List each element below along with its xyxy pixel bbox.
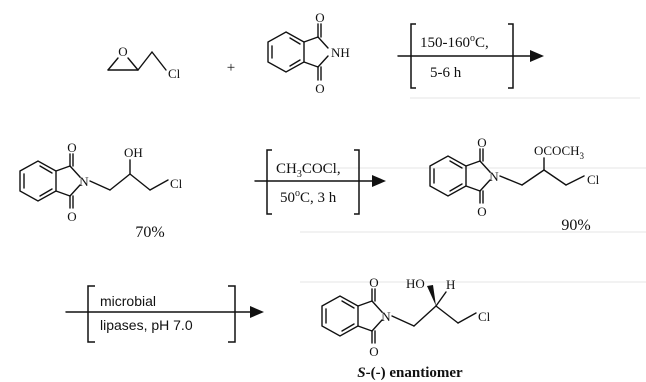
- step3-arrow: [65, 306, 264, 318]
- chlorohydrin-nitrogen-label: N: [79, 174, 89, 189]
- chlorohydrin-intermediate-structure: O O N OH Cl: [19, 140, 183, 224]
- step2-reagent-subscript: 3: [297, 169, 302, 180]
- acetate-group-label: OCOCH3: [534, 143, 585, 161]
- phthalimide-structure: O O NH: [267, 10, 350, 96]
- acetate-nitrogen-label: N: [489, 169, 499, 184]
- plus-sign: +: [227, 60, 235, 76]
- epoxide-oxygen-label: O: [118, 44, 127, 59]
- phthalimide-bottom-oxygen-label: O: [315, 81, 324, 96]
- step3-conditions-ph: lipases, pH 7.0: [100, 317, 193, 333]
- step3-conditions: microbial lipases, pH 7.0: [87, 285, 236, 343]
- step2-reagent-cocl: COCl,: [302, 161, 341, 177]
- step2-arrow: [254, 175, 386, 187]
- phthalimide-nh-label: NH: [331, 45, 350, 60]
- epichlorohydrin-structure: O Cl: [107, 44, 181, 81]
- phthalimide-top-oxygen-label: O: [315, 10, 324, 25]
- chlorohydrin-yield: 70%: [135, 224, 164, 241]
- step2-degree-sign: o: [295, 188, 300, 199]
- product-chlorine-label: Cl: [478, 309, 491, 324]
- epichlorohydrin-chlorine-label: Cl: [168, 66, 181, 81]
- product-enantiomer-label: S-(-) enantiomer: [357, 365, 463, 381]
- acetate-group-subscript: 3: [580, 151, 585, 161]
- acetate-chlorine-label: Cl: [587, 172, 600, 187]
- product-nitrogen-label: N: [381, 309, 391, 324]
- chlorohydrin-chlorine-label: Cl: [170, 176, 183, 191]
- step1-time: 5-6 h: [430, 65, 462, 81]
- step1-arrow: [397, 50, 544, 62]
- acetate-group-ococh: OCOCH: [534, 143, 580, 158]
- step3-catalyst: microbial: [100, 293, 156, 309]
- step2-temperature-unit-time: C, 3 h: [300, 190, 337, 206]
- step2-reagent: CH3COCl,: [276, 161, 341, 180]
- step2-temperature-time: 50oC, 3 h: [280, 188, 337, 206]
- step1-temperature-unit: C,: [475, 35, 489, 51]
- product-hydrogen-label: H: [446, 277, 455, 292]
- step2-reagent-ch: CH: [276, 161, 297, 177]
- product-bottom-oxygen-label: O: [369, 344, 378, 359]
- acetate-top-oxygen-label: O: [477, 135, 486, 150]
- chlorohydrin-top-oxygen-label: O: [67, 140, 76, 155]
- chlorohydrin-hydroxyl-label: OH: [124, 145, 143, 160]
- step1-degree-sign: o: [470, 33, 475, 44]
- acetate-bottom-oxygen-label: O: [477, 204, 486, 219]
- step2-temperature-value: 50: [280, 190, 295, 206]
- acetate-intermediate-structure: O O N OCOCH3 Cl: [429, 135, 600, 219]
- stereo-wedge-bond: [427, 285, 436, 306]
- product-label-prefix: S: [357, 365, 365, 381]
- step1-temperature: 150-160oC,: [420, 33, 489, 51]
- chlorohydrin-bottom-oxygen-label: O: [67, 209, 76, 224]
- s-enantiomer-product-structure: O O N HO H Cl: [321, 275, 491, 359]
- product-hydroxyl-label: HO: [406, 276, 425, 291]
- product-top-oxygen-label: O: [369, 275, 378, 290]
- background-ghost-lines: [300, 97, 646, 283]
- step2-conditions: CH3COCl, 50oC, 3 h: [266, 149, 360, 215]
- product-label-suffix: -(-) enantiomer: [366, 365, 463, 381]
- step1-temperature-value: 150-160: [420, 35, 470, 51]
- acetate-yield: 90%: [561, 217, 590, 234]
